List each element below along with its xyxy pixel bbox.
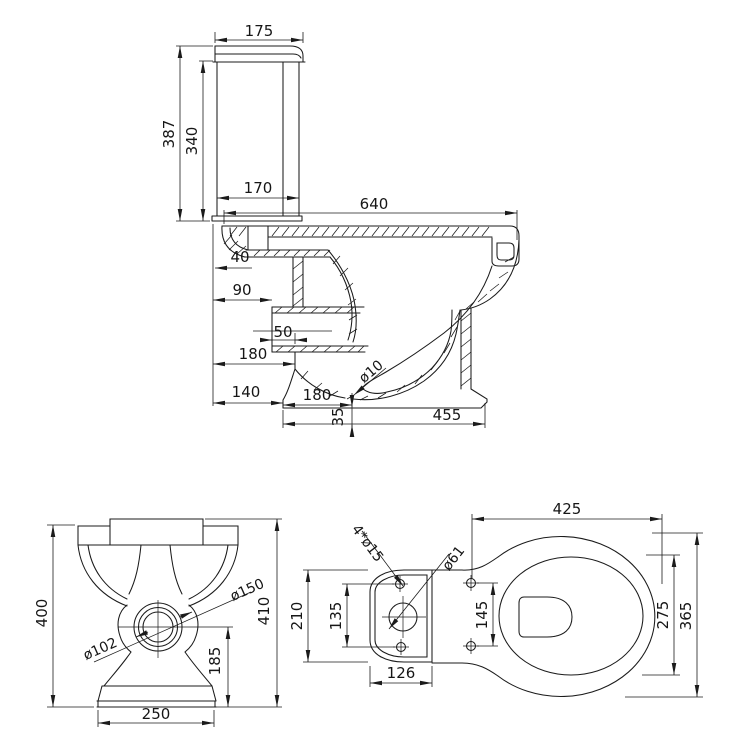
dim-pan-total-depth: 640: [360, 195, 389, 213]
dim-cistern-lid-width: 175: [245, 22, 274, 40]
bowl-section: [282, 239, 520, 409]
plan-view: 4*ø15 ø61 425 210 135 126 145 275 365: [288, 500, 703, 698]
dim-plate-width: 126: [387, 664, 416, 682]
dim-front-height-right: 410: [255, 597, 273, 626]
dim-cistern-body-height: 340: [183, 127, 201, 156]
dim-cistern-body-width: 170: [244, 179, 273, 197]
dim-front-height-left: 400: [33, 599, 51, 628]
dim-spigot-height: 185: [206, 647, 224, 676]
cistern-body: [211, 61, 303, 222]
fixing-plate: [369, 569, 433, 663]
seat-opening: [498, 556, 644, 676]
dim-rim-drop: 40: [230, 248, 249, 266]
side-section-view: 175 387 340 170 640 40 90 50 180: [160, 22, 520, 437]
dim-outlet-offset: 90: [232, 281, 251, 299]
dim-drain-diameter: ø10: [356, 357, 387, 386]
spigot-centerlines: [118, 600, 233, 658]
bowl-plan: [431, 536, 656, 697]
dim-seat-length: 275: [654, 601, 672, 630]
pan-deck: [221, 225, 520, 267]
dim-seat-hole-span: 145: [473, 601, 491, 630]
dim-base-to-drain: 180: [303, 386, 332, 404]
dim-plate-hole-span: 135: [327, 602, 345, 631]
front-view: 400 ø150 ø102 410 185 250: [33, 518, 282, 727]
front-outline: [77, 518, 239, 708]
front-view-dimensions: 400 ø150 ø102 410 185 250: [33, 518, 282, 727]
diameter-leader-line: [93, 591, 252, 663]
outlet-pipe: [253, 306, 369, 353]
bowl-outline: [497, 536, 656, 697]
plan-view-dimensions: 4*ø15 ø61 425 210 135 126 145 275 365: [288, 500, 703, 698]
dim-rear-to-step: 180: [239, 345, 268, 363]
dim-bowl-width: 425: [553, 500, 582, 518]
dim-cistern-total-height: 387: [160, 120, 178, 149]
flush-outlet-shape: [518, 596, 573, 638]
dim-outlet-diameter: ø61: [439, 543, 468, 574]
dim-plate-depth: 210: [288, 602, 306, 631]
dim-fixing-holes: 4*ø15: [348, 522, 386, 565]
cistern-lid: [212, 45, 306, 63]
dim-base-width: 250: [142, 705, 171, 723]
dim-base-length: 455: [433, 406, 462, 424]
rim-channel-hole: [496, 242, 515, 261]
dim-bowl-length: 365: [677, 602, 695, 631]
dim-outlet-center: 50: [273, 323, 292, 341]
dim-rear-to-base: 140: [232, 383, 261, 401]
pan-rear-structure: [221, 225, 358, 343]
